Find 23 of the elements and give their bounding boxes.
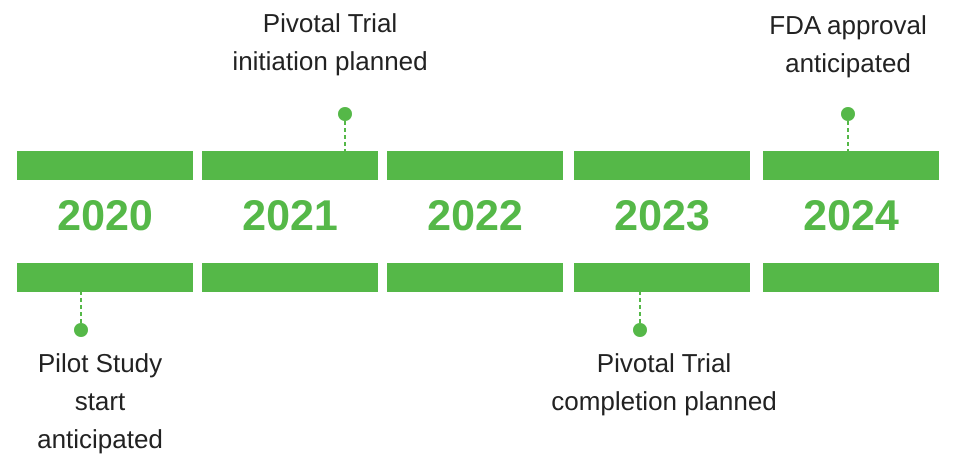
year-label: 2022 xyxy=(387,186,563,246)
timeline-bar xyxy=(574,151,750,180)
leader-line xyxy=(633,292,647,337)
timeline-bar xyxy=(17,263,193,292)
timeline-bar xyxy=(202,151,378,180)
leader-line xyxy=(74,292,88,337)
leader-line xyxy=(841,107,855,151)
year-label: 2021 xyxy=(202,186,378,246)
leader-line xyxy=(338,107,352,151)
timeline-bar xyxy=(387,151,563,180)
milestone-label: Pivotal Trial completion planned xyxy=(532,330,796,430)
timeline-bar xyxy=(202,263,378,292)
timeline-bar xyxy=(387,263,563,292)
year-label: 2023 xyxy=(574,186,750,246)
year-label: 2020 xyxy=(17,186,193,246)
timeline-bar xyxy=(763,151,939,180)
timeline-bar xyxy=(17,151,193,180)
year-label: 2024 xyxy=(763,186,939,246)
timeline-bar xyxy=(574,263,750,292)
milestone-label: Pilot Study start anticipated xyxy=(20,330,180,464)
milestone-label: Pivotal Trial initiation planned xyxy=(212,4,448,114)
timeline-bar xyxy=(763,263,939,292)
milestone-label: FDA approval anticipated xyxy=(738,6,958,114)
